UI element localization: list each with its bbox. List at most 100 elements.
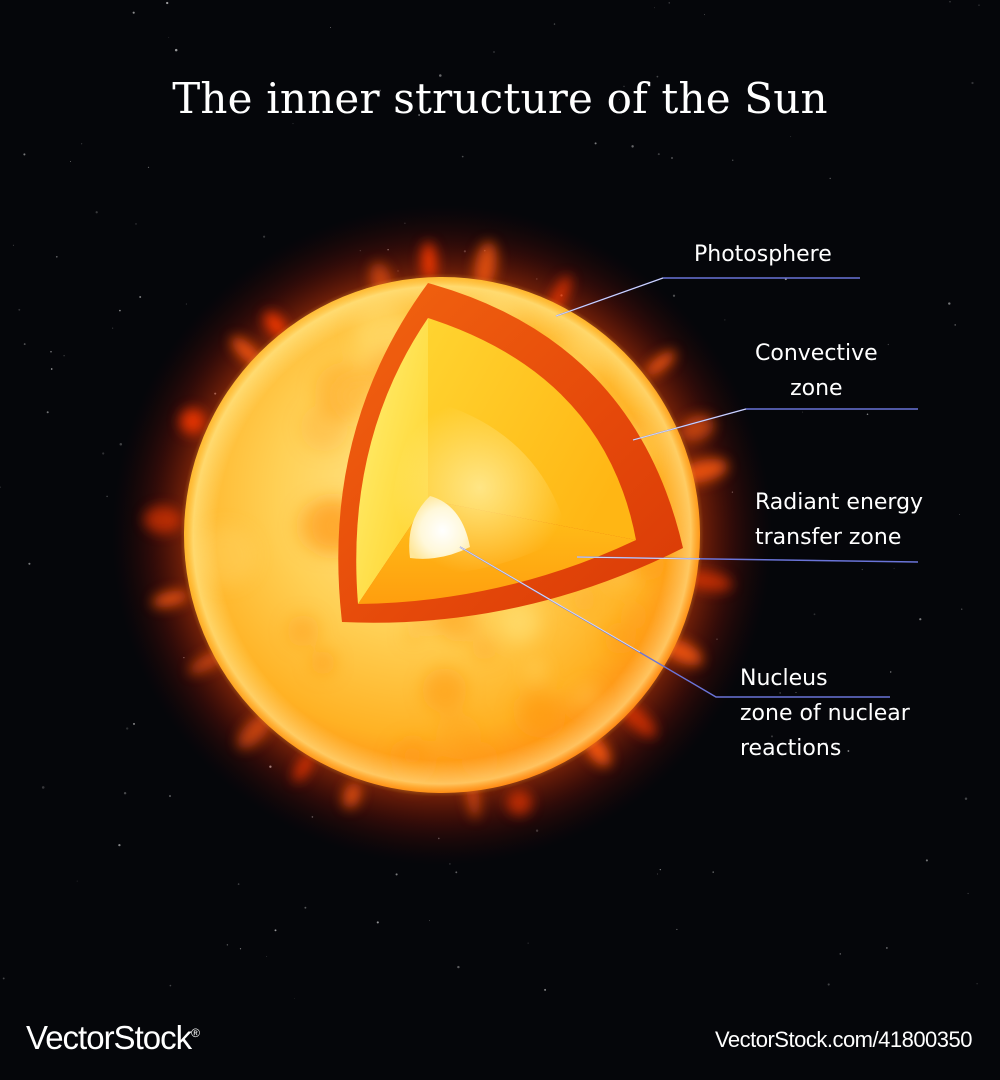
image-id: VectorStock.com/41800350 xyxy=(714,1027,973,1052)
flare xyxy=(152,590,188,608)
star xyxy=(827,983,830,986)
star xyxy=(949,1,951,3)
star xyxy=(239,948,242,950)
star xyxy=(925,859,928,862)
star xyxy=(795,692,797,693)
star xyxy=(169,984,172,987)
star xyxy=(147,166,150,169)
star xyxy=(825,742,827,745)
star xyxy=(126,727,129,730)
star xyxy=(659,868,661,871)
star xyxy=(961,608,963,610)
star xyxy=(428,920,431,922)
star xyxy=(12,244,14,246)
star xyxy=(439,74,442,77)
star xyxy=(493,51,495,53)
star xyxy=(889,671,892,673)
star xyxy=(657,153,660,156)
star xyxy=(50,368,53,370)
star xyxy=(712,871,714,873)
star xyxy=(46,411,49,414)
star xyxy=(893,567,895,569)
star xyxy=(330,27,332,28)
star xyxy=(23,343,26,346)
flare xyxy=(506,790,533,816)
star xyxy=(887,343,889,346)
star xyxy=(802,411,804,413)
label-convective-line-1: Convective xyxy=(755,341,878,366)
star xyxy=(779,692,781,694)
star xyxy=(274,929,277,932)
label-radiant-line-1: Radiant energy xyxy=(755,490,924,515)
label-nucleus-line-2: zone of nuclear xyxy=(740,701,910,726)
star xyxy=(292,123,294,125)
flare xyxy=(143,505,182,534)
star xyxy=(237,883,240,885)
star xyxy=(861,568,863,571)
nucleus-core xyxy=(409,496,470,559)
star xyxy=(847,750,850,752)
star xyxy=(676,928,678,930)
star xyxy=(102,452,105,455)
star xyxy=(95,211,98,214)
star xyxy=(919,618,922,621)
label-photosphere-text: Photosphere xyxy=(694,242,832,267)
star xyxy=(338,103,342,106)
star xyxy=(668,2,670,4)
star xyxy=(106,495,108,498)
vectorstock-logo: VectorStock® xyxy=(26,1019,200,1057)
star xyxy=(653,7,655,9)
label-photosphere: Photosphere xyxy=(694,237,832,272)
label-nucleus: Nucleus zone of nuclear reactions xyxy=(740,661,910,766)
star xyxy=(971,81,974,85)
star xyxy=(0,486,1,489)
flare xyxy=(680,414,715,442)
star xyxy=(41,786,45,789)
star xyxy=(119,309,121,312)
label-radiant-zone: Radiant energy transfer zone xyxy=(755,485,923,555)
leader-lines-highlight xyxy=(459,277,747,653)
convective-zone-left-face xyxy=(356,318,428,604)
label-radiant-line-2: transfer zone xyxy=(755,525,902,550)
star xyxy=(70,161,71,162)
flare xyxy=(421,242,437,281)
star xyxy=(123,791,127,795)
star xyxy=(18,308,21,311)
star xyxy=(263,235,266,238)
star xyxy=(76,880,78,882)
star xyxy=(656,873,659,875)
flare xyxy=(293,753,314,782)
star xyxy=(119,442,123,446)
star xyxy=(834,746,837,749)
star xyxy=(135,223,137,225)
star xyxy=(455,871,458,874)
star xyxy=(544,988,547,991)
star xyxy=(133,722,135,725)
star xyxy=(964,797,968,800)
star xyxy=(81,143,83,145)
star xyxy=(813,613,816,616)
star xyxy=(2,977,5,980)
star xyxy=(978,4,980,6)
star xyxy=(732,159,734,161)
star xyxy=(976,983,978,985)
star xyxy=(959,513,960,515)
star xyxy=(50,351,52,353)
star xyxy=(139,296,142,298)
star xyxy=(839,953,842,955)
star xyxy=(418,114,421,116)
star xyxy=(948,302,951,305)
star xyxy=(886,947,888,949)
vectorstock-logo-text: VectorStock xyxy=(26,1019,192,1056)
star xyxy=(169,795,171,797)
star xyxy=(954,324,956,326)
star xyxy=(294,998,295,1000)
label-nucleus-line-3: reactions xyxy=(740,736,842,761)
label-convective-zone: Convective zone xyxy=(755,336,878,406)
star xyxy=(829,177,831,180)
star xyxy=(457,965,460,969)
star xyxy=(594,142,597,145)
star xyxy=(376,921,379,924)
star xyxy=(112,327,114,329)
